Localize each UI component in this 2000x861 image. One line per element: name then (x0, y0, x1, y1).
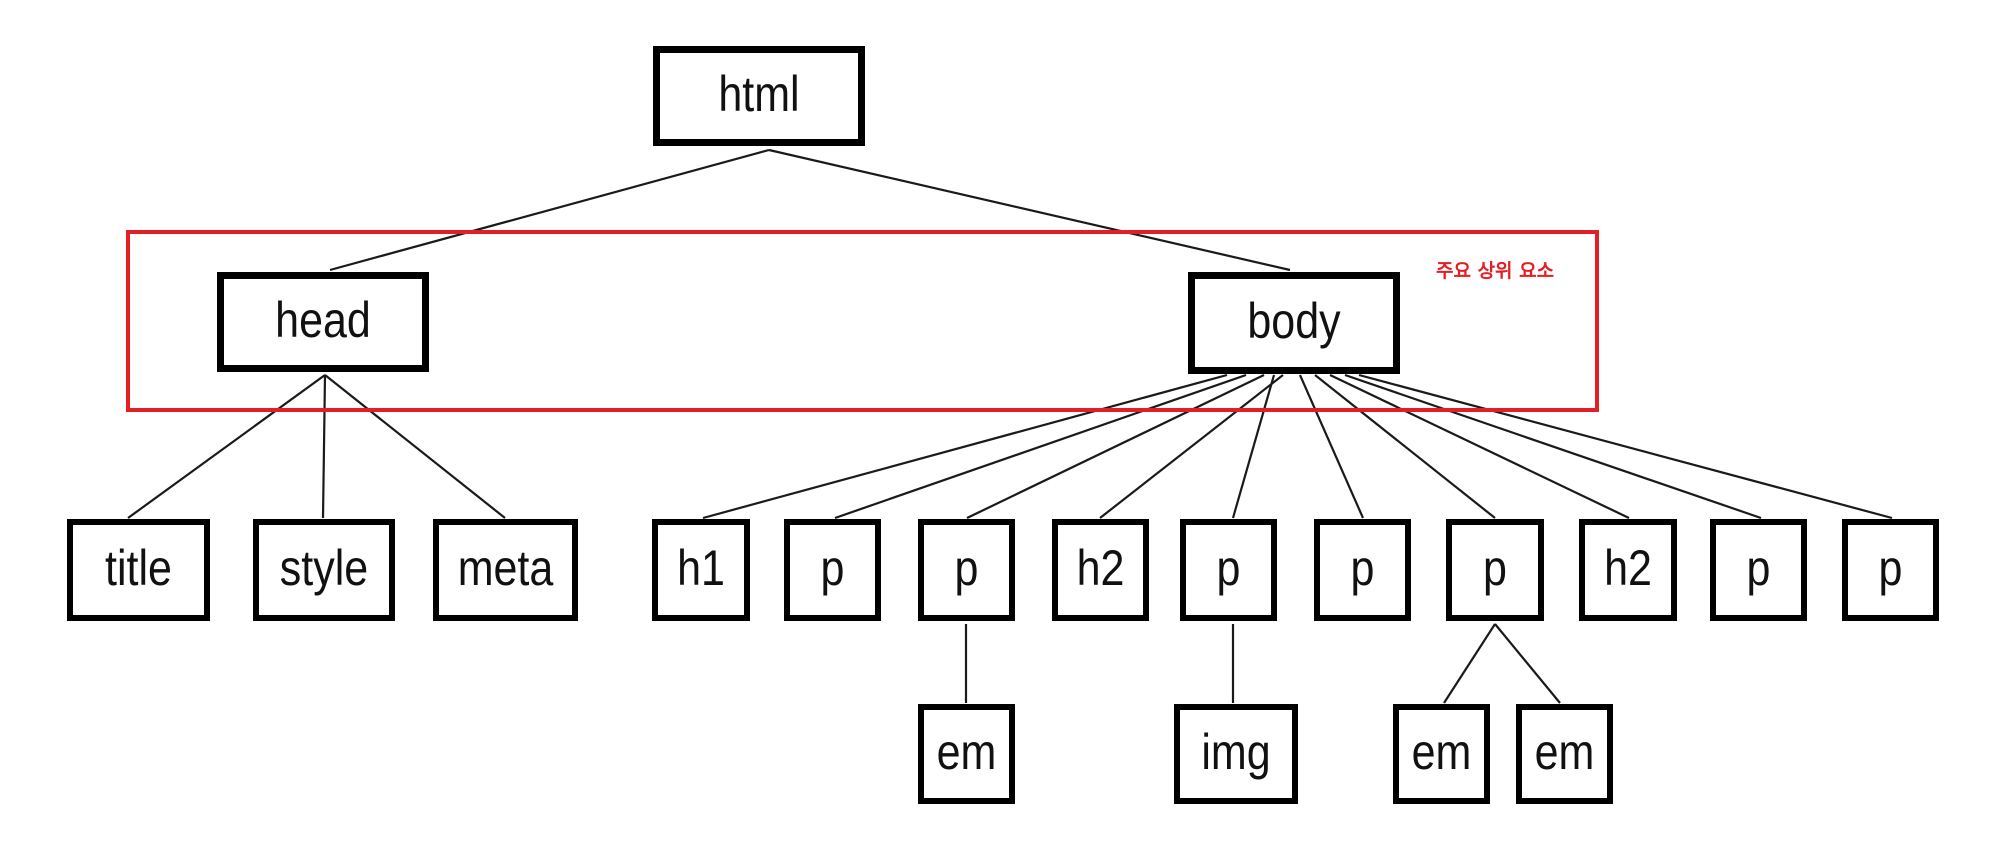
node-label: h1 (677, 540, 725, 596)
node-style: style (253, 519, 395, 621)
node-p5: p (1446, 519, 1544, 621)
edge-body-h1 (702, 373, 1228, 520)
edge-body-p4 (1298, 374, 1365, 519)
node-label: p (1747, 540, 1771, 596)
node-box (918, 519, 1015, 621)
edge-head-meta (324, 374, 506, 519)
node-label: em (1412, 724, 1472, 780)
node-head: head (217, 272, 429, 372)
node-box (1710, 519, 1807, 621)
node-title: title (67, 519, 210, 621)
node-body: body (1188, 272, 1400, 374)
node-label: meta (458, 540, 554, 596)
edge-body-p2 (966, 374, 1265, 519)
node-label: img (1201, 724, 1270, 780)
node-label: style (280, 540, 368, 596)
edge-body-p5 (1314, 374, 1496, 519)
node-em1: em (918, 704, 1015, 804)
node-box (652, 519, 750, 621)
node-box (1579, 519, 1677, 621)
node-label: em (937, 724, 997, 780)
node-p1: p (784, 519, 881, 621)
node-box (1180, 519, 1277, 621)
node-box (1314, 519, 1411, 621)
node-label: html (718, 66, 799, 122)
node-label: p (1879, 540, 1903, 596)
node-box (784, 519, 881, 621)
node-box (918, 704, 1015, 804)
edge-html-head (329, 148, 770, 272)
node-box (1516, 704, 1613, 804)
edge-p5-em2 (1443, 623, 1496, 704)
node-box (217, 272, 429, 372)
edge-body-p1 (834, 373, 1247, 520)
node-p2: p (918, 519, 1015, 621)
node-label: em (1535, 724, 1595, 780)
edge-body-p7 (1358, 373, 1893, 520)
node-box (1393, 704, 1490, 804)
node-box (653, 46, 865, 146)
node-box (1052, 519, 1149, 621)
node-label: head (275, 292, 371, 348)
node-p7: p (1842, 519, 1939, 621)
node-label: p (1217, 540, 1241, 596)
node-label: p (1483, 540, 1507, 596)
node-label: p (955, 540, 979, 596)
node-box (1842, 519, 1939, 621)
tree-nodes: html head body title style meta h1 p p h2 p p p h2 p p e… (67, 46, 1939, 804)
edge-p5-em3 (1494, 623, 1561, 704)
node-label: title (105, 540, 172, 596)
edge-body-p6 (1344, 373, 1762, 520)
node-box (433, 519, 578, 621)
node-meta: meta (433, 519, 578, 621)
edge-body-p3 (1231, 374, 1276, 519)
edge-head-style (321, 374, 327, 519)
node-p3: p (1180, 519, 1277, 621)
node-label: h2 (1077, 540, 1125, 596)
node-label: body (1247, 293, 1341, 349)
node-em2: em (1393, 704, 1490, 804)
node-box (67, 519, 210, 621)
node-label: h2 (1604, 540, 1652, 596)
edge-body-h2a (1099, 374, 1284, 519)
highlight-box (126, 230, 1599, 412)
node-box (1188, 272, 1400, 374)
highlight-label: 주요 상위 요소 (1436, 260, 1554, 282)
node-box (253, 519, 395, 621)
node-label: p (821, 540, 845, 596)
tree-edges (127, 148, 1893, 704)
node-h2b: h2 (1579, 519, 1677, 621)
node-html: html (653, 46, 865, 146)
node-img: img (1174, 704, 1298, 804)
node-h2a: h2 (1052, 519, 1149, 621)
node-h1: h1 (652, 519, 750, 621)
edge-html-body (768, 148, 1291, 272)
edge-head-title (127, 374, 326, 519)
node-box (1174, 704, 1298, 804)
node-box (1446, 519, 1544, 621)
edge-body-h2b (1329, 374, 1630, 519)
node-label: p (1351, 540, 1375, 596)
node-p4: p (1314, 519, 1411, 621)
node-em3: em (1516, 704, 1613, 804)
node-p6: p (1710, 519, 1807, 621)
